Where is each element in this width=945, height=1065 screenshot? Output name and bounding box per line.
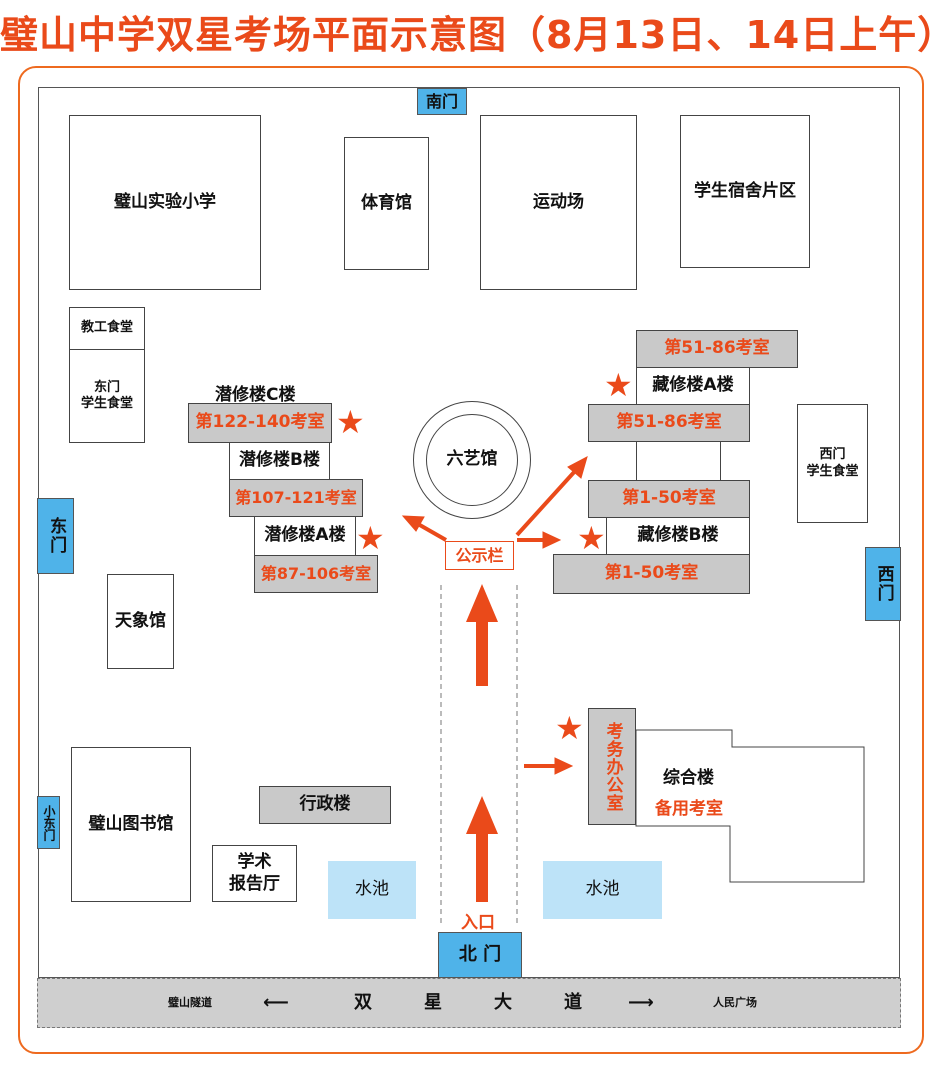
qianxiu-b-rooms[interactable]: 第107-121考室: [229, 479, 363, 517]
lower-arrow-head: [466, 796, 498, 834]
arrow-to-exam-office-head: [554, 757, 574, 775]
road-char-3: 大: [494, 992, 512, 1013]
star-icon: ★: [577, 519, 606, 557]
arrow-to-cangxiu-a-head: [567, 456, 588, 479]
gym[interactable]: 体育馆: [344, 137, 429, 270]
west-canteen[interactable]: 西门 学生食堂: [797, 404, 868, 523]
east-gate[interactable]: 东门: [37, 498, 74, 574]
pool-left: 水池: [328, 861, 416, 919]
upper-arrow-head: [466, 584, 498, 622]
road-right-label: 人民广场: [713, 996, 757, 1009]
lower-arrow-shaft: [476, 826, 488, 902]
arrow-to-cangxiu-b-head: [542, 531, 562, 549]
primary-school[interactable]: 璧山实验小学: [69, 115, 261, 290]
entrance-label: 入口: [461, 913, 495, 933]
liuyi-hall[interactable]: 六艺馆: [426, 414, 518, 506]
dorm-area[interactable]: 学生宿舍片区: [680, 115, 810, 268]
road-left-label: 璧山隧道: [168, 996, 212, 1009]
backup-room-label: 备用考室: [655, 799, 723, 819]
sports-field[interactable]: 运动场: [480, 115, 637, 290]
upper-arrow-shaft: [476, 614, 488, 686]
cangxiu-connector: [636, 441, 721, 481]
north-gate[interactable]: 北 门: [438, 932, 522, 978]
road-char-2: 星: [424, 992, 442, 1013]
staff-canteen[interactable]: 教工食堂: [69, 307, 145, 350]
map-title: 璧山中学双星考场平面示意图（8月13日、14日上午）: [0, 13, 945, 57]
cangxiu-a-lower-rooms[interactable]: 第51-86考室: [588, 404, 750, 442]
star-icon: ★: [555, 709, 584, 747]
notice-board[interactable]: 公示栏: [445, 541, 514, 570]
complex-outline: [635, 729, 865, 883]
west-gate[interactable]: 西门: [865, 547, 901, 621]
qianxiu-c-rooms[interactable]: 第122-140考室: [188, 403, 332, 443]
star-icon: ★: [336, 403, 365, 441]
liuyi-outer-ring: [413, 401, 531, 519]
qianxiu-a[interactable]: 潜修楼A楼: [254, 516, 356, 556]
cangxiu-a[interactable]: 藏修楼A楼: [636, 367, 750, 405]
shuangxing-road: 璧山隧道 ⟵ 双 星 大 道 ⟶ 人民广场: [37, 978, 901, 1028]
qianxiu-a-rooms[interactable]: 第87-106考室: [254, 555, 378, 593]
pool-right: 水池: [543, 861, 662, 919]
east-canteen[interactable]: 东门 学生食堂: [69, 349, 145, 443]
left-arrow-icon: ⟵: [263, 992, 289, 1013]
arrow-to-qianxiu-shaft: [417, 522, 447, 542]
arrow-to-qianxiu-head: [401, 515, 425, 532]
south-gate[interactable]: 南门: [417, 88, 467, 115]
exam-office[interactable]: 考务办公室: [588, 708, 636, 825]
library[interactable]: 璧山图书馆: [71, 747, 191, 902]
lecture-hall[interactable]: 学术 报告厅: [212, 845, 297, 902]
small-east-gate[interactable]: 小东门: [37, 796, 60, 849]
tianxiang-hall[interactable]: 天象馆: [107, 574, 174, 669]
star-icon: ★: [356, 519, 385, 557]
right-arrow-icon: ⟶: [628, 992, 654, 1013]
road-char-1: 双: [354, 992, 372, 1013]
road-char-4: 道: [564, 992, 582, 1013]
complex-building[interactable]: 综合楼: [663, 768, 714, 788]
cangxiu-b-lower-rooms[interactable]: 第1-50考室: [553, 554, 750, 594]
qianxiu-c-label: 潜修楼C楼: [215, 385, 296, 405]
map-frame: [18, 66, 924, 1054]
star-icon: ★: [604, 366, 633, 404]
admin-building[interactable]: 行政楼: [259, 786, 391, 824]
backup-exam-room[interactable]: 备用考室: [655, 794, 723, 819]
arrow-to-cangxiu-a-shaft: [515, 468, 578, 537]
